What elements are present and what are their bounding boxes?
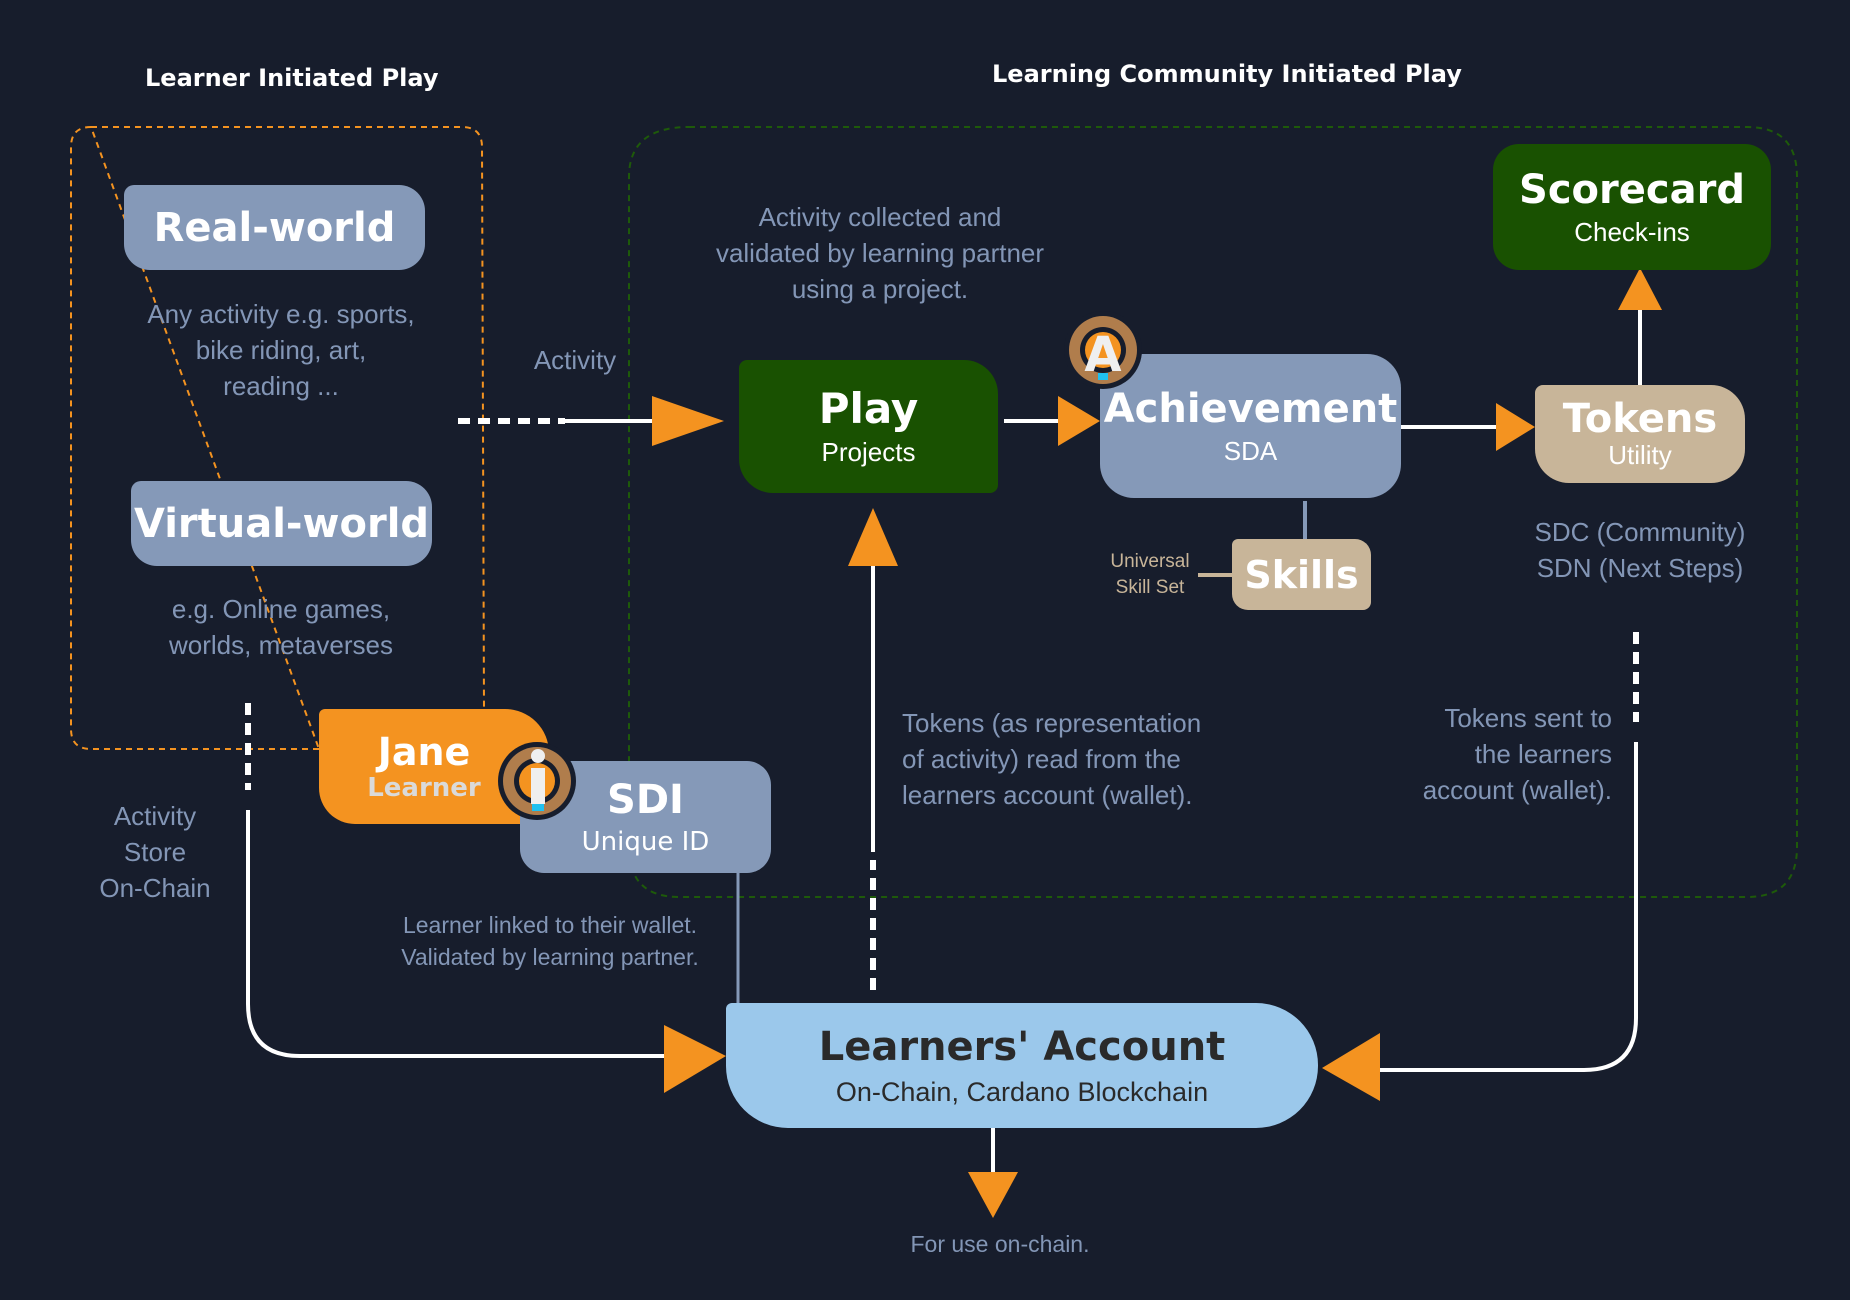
activity-store-arrowhead bbox=[664, 1025, 726, 1093]
achievement-node[interactable]: Achievement SDA bbox=[1100, 354, 1401, 498]
tokens-title: Tokens bbox=[1562, 395, 1718, 442]
achievement-subtitle: SDA bbox=[1223, 435, 1278, 466]
tokens-sent-arrowhead bbox=[1322, 1033, 1380, 1101]
tokens-scorecard-arrowhead bbox=[1618, 268, 1662, 310]
sdi-description: Learner linked to their wallet.Validated… bbox=[401, 912, 699, 970]
learner-group-border bbox=[70, 125, 485, 750]
learner-section-title: Learner Initiated Play bbox=[145, 64, 439, 92]
activity-label: Activity bbox=[533, 345, 617, 375]
account-play-arrowhead bbox=[848, 508, 898, 566]
play-title: Play bbox=[818, 384, 919, 433]
jane-title: Jane bbox=[377, 729, 471, 774]
achievement-badge: A bbox=[1064, 311, 1142, 389]
real-world-title: Real-world bbox=[153, 204, 396, 251]
play-achievement-arrowhead bbox=[1058, 396, 1100, 446]
community-section-title: Learning Community Initiated Play bbox=[992, 60, 1462, 88]
scorecard-title: Scorecard bbox=[1519, 166, 1745, 213]
activity-arrowhead bbox=[652, 396, 724, 446]
tokens-node[interactable]: Tokens Utility bbox=[1535, 385, 1745, 483]
real-world-description: Any activity e.g. sports,bike riding, ar… bbox=[147, 299, 415, 401]
account-output-arrowhead bbox=[968, 1172, 1018, 1218]
jane-subtitle: Learner bbox=[367, 772, 481, 803]
community-group-border bbox=[628, 126, 1798, 898]
sdi-title: SDI bbox=[607, 777, 684, 823]
scorecard-subtitle: Check-ins bbox=[1574, 216, 1690, 247]
virtual-world-description: e.g. Online games,worlds, metaverses bbox=[169, 594, 393, 660]
play-subtitle: Projects bbox=[821, 437, 916, 467]
scorecard-node[interactable]: Scorecard Check-ins bbox=[1493, 144, 1771, 270]
play-node[interactable]: Play Projects bbox=[739, 360, 998, 493]
skills-node[interactable]: Skills bbox=[1232, 539, 1371, 610]
real-world-node[interactable]: Real-world bbox=[124, 185, 425, 270]
learners-account-subtitle: On-Chain, Cardano Blockchain bbox=[835, 1077, 1209, 1107]
tokens-sent-connector bbox=[1380, 742, 1638, 1072]
learners-account-node[interactable]: Learners' Account On-Chain, Cardano Bloc… bbox=[726, 1003, 1318, 1128]
for-use-on-chain-label: For use on-chain. bbox=[910, 1231, 1090, 1257]
skills-title: Skills bbox=[1244, 552, 1359, 597]
achievement-tokens-arrowhead bbox=[1496, 403, 1535, 451]
virtual-world-node[interactable]: Virtual-world bbox=[131, 481, 432, 566]
virtual-world-title: Virtual-world bbox=[133, 500, 430, 547]
achievement-a-icon: A bbox=[1069, 316, 1137, 384]
achievement-title: Achievement bbox=[1103, 385, 1398, 432]
tokens-subtitle: Utility bbox=[1608, 439, 1672, 470]
learners-account-title: Learners' Account bbox=[818, 1024, 1226, 1070]
activity-store-connector bbox=[246, 810, 666, 1058]
info-i-icon bbox=[503, 747, 571, 815]
token-types-description: SDC (Community)SDN (Next Steps) bbox=[1534, 517, 1746, 583]
sdi-subtitle: Unique ID bbox=[581, 827, 710, 857]
identity-badge bbox=[498, 742, 576, 820]
